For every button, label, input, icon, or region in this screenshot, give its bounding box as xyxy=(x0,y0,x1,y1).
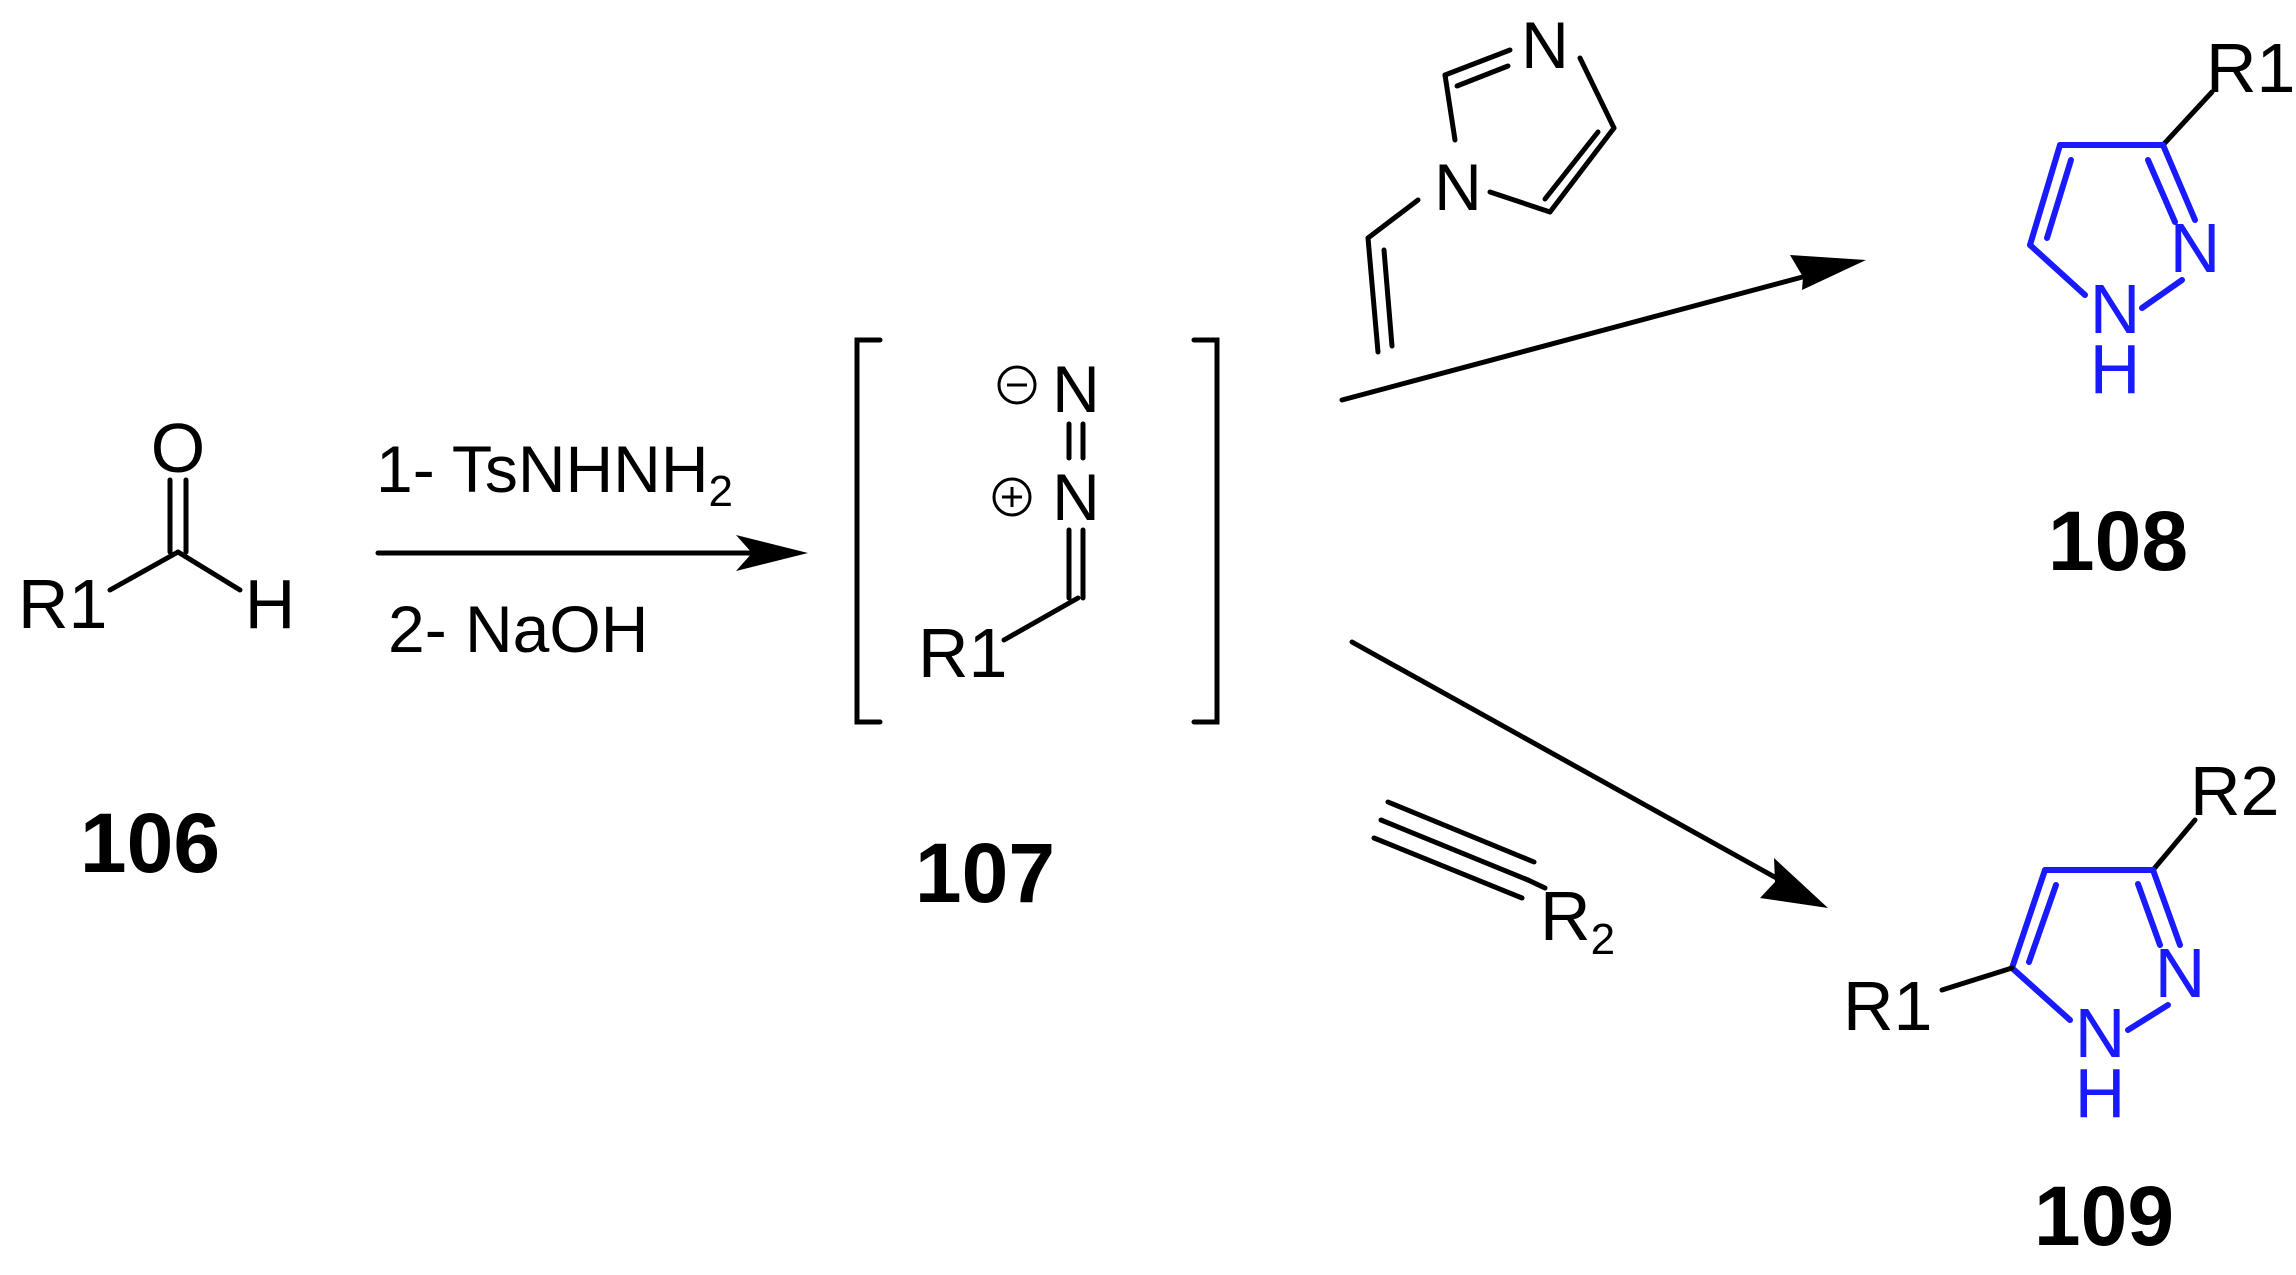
substituent-r2: R2 xyxy=(1540,877,1615,964)
alkyne-bond-1 xyxy=(1378,817,1531,883)
compound-107: N N R1 107 xyxy=(854,337,1220,920)
bond-c3-r2 xyxy=(2150,817,2198,873)
atom-n-internal: N xyxy=(1052,460,1100,534)
ring-bond-c5-c4 xyxy=(2027,142,2063,248)
substituent-r1: R1 xyxy=(918,614,1007,692)
ring-bond-c5-c4-inner xyxy=(2026,882,2059,965)
ring-bond-c5-n1 xyxy=(1487,189,1553,215)
ring-bond-c3-n2-inner xyxy=(2145,157,2178,225)
compound-label-106: 106 xyxy=(80,796,220,890)
atom-h: H xyxy=(2075,1054,2126,1132)
ring-bond-c4-c5-inner xyxy=(1542,129,1601,202)
substituent-r1: R1 xyxy=(2206,29,2295,107)
ring-bond-c5-c4 xyxy=(2009,867,2048,971)
atom-n2: N xyxy=(2170,209,2221,287)
reagent-step-1: 1- TsNHNH2 xyxy=(376,432,733,516)
arrow-head-2 xyxy=(1790,255,1866,290)
compound-109: R2 R1 N N H 109 xyxy=(1843,752,2279,1263)
atom-n1: N xyxy=(2075,994,2126,1072)
bond-c-r1 xyxy=(1001,595,1081,643)
vinyl-bond-n-ch xyxy=(1365,197,1421,241)
bond-c-h xyxy=(175,549,243,593)
compound-108: R1 N N H 108 xyxy=(2027,29,2295,588)
ring-bond-n1-c5 xyxy=(2027,242,2088,298)
ring-bond-c2-n3-inner xyxy=(1454,63,1511,89)
ring-bond-n2-n1 xyxy=(2139,277,2185,311)
compound-label-107: 107 xyxy=(915,826,1055,920)
ring-bond-n2-n1 xyxy=(2125,1002,2171,1033)
reaction-arrow-3 xyxy=(1349,639,1828,908)
bracket-right xyxy=(1191,337,1220,725)
arrow-shaft-2 xyxy=(1339,272,1813,403)
bracket-left xyxy=(854,337,883,725)
positive-charge-circle xyxy=(992,477,1032,517)
arrow-head-1 xyxy=(736,535,808,571)
bond-c5-r1 xyxy=(1939,965,2015,993)
arrow-shaft-3 xyxy=(1349,639,1783,883)
bond-c3-r1 xyxy=(2160,89,2215,148)
substituent-r2: R2 xyxy=(2190,752,2279,830)
atom-o: O xyxy=(151,409,205,487)
alkyne-bond-r xyxy=(1525,877,1548,891)
ring-bond-c3-n2 xyxy=(2160,142,2198,223)
reaction-arrow-2 xyxy=(1339,255,1866,403)
reaction-arrow-1: 1- TsNHNH2 2- NaOH xyxy=(375,432,808,666)
vinyl-bond-ch-ch2-1 xyxy=(1365,235,1381,355)
ring-bond-n1-c5 xyxy=(2009,965,2073,1023)
atom-h: H xyxy=(245,565,296,643)
substituent-r1: R1 xyxy=(1843,967,1932,1045)
compound-106: O H R1 106 xyxy=(18,409,295,890)
alkyne-bond-2 xyxy=(1385,799,1537,865)
ring-bond-n1-c2 xyxy=(1442,72,1458,143)
substituent-r1: R1 xyxy=(18,565,107,643)
ring-bond-c5-c4-inner xyxy=(2044,157,2074,241)
atom-n1: N xyxy=(1434,150,1482,224)
atom-n1: N xyxy=(2090,270,2141,348)
ring-bond-c3-n2-inner xyxy=(2135,881,2163,948)
ring-bond-n3-c4 xyxy=(1577,55,1617,131)
atom-n-terminal: N xyxy=(1052,352,1100,426)
vinyl-bond-ch-ch2-2 xyxy=(1381,247,1395,349)
alkyne-bond-3 xyxy=(1371,835,1525,901)
atom-n2: N xyxy=(2155,934,2206,1012)
ring-bond-c4-c5 xyxy=(1547,125,1617,215)
atom-h: H xyxy=(2090,330,2141,408)
negative-charge-circle xyxy=(997,365,1037,405)
ring-bond-c2-n3 xyxy=(1442,47,1513,78)
bond-r1-c xyxy=(107,549,181,593)
arrow-head-3 xyxy=(1760,858,1828,908)
ring-bond-c3-n2 xyxy=(2150,867,2183,948)
reagent-step-2: 2- NaOH xyxy=(388,592,648,666)
atom-n3: N xyxy=(1521,8,1569,82)
compound-label-108: 108 xyxy=(2048,494,2188,588)
reagent-vinylimidazole: N N xyxy=(1365,8,1617,355)
compound-label-109: 109 xyxy=(2034,1169,2174,1263)
reagent-alkyne: R2 xyxy=(1371,799,1615,964)
